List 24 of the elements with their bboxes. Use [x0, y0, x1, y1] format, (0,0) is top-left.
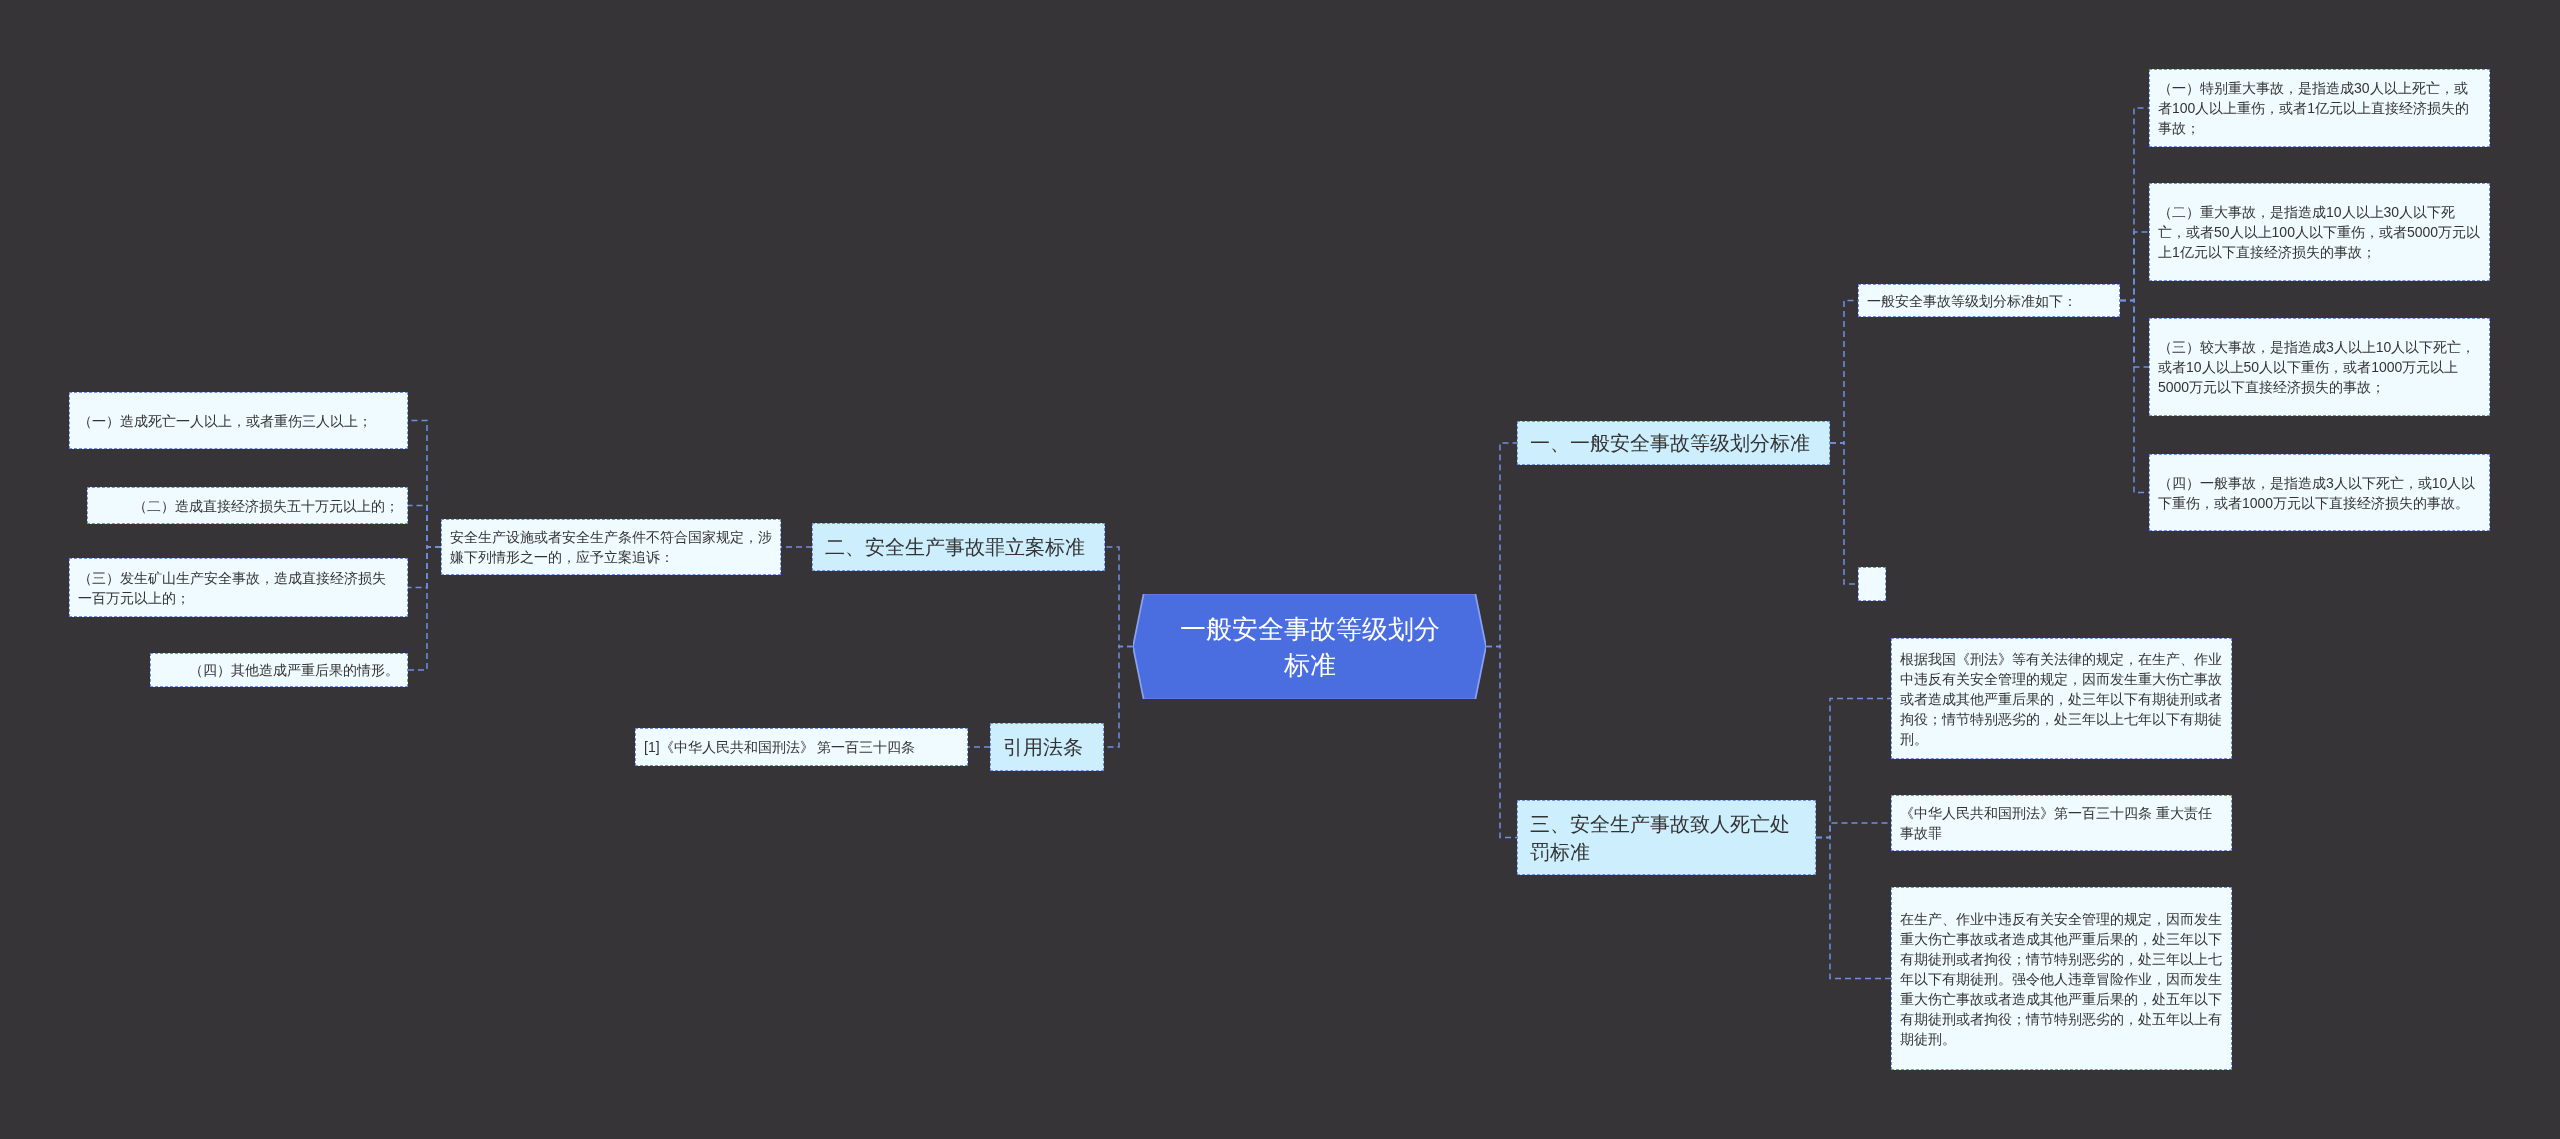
- note-box: （二）重大事故，是指造成10人以上30人以下死亡，或者50人以上100人以下重伤，或者5000万元以上1亿元以下直接经济损失的事故；: [2149, 183, 2490, 281]
- note-box: （一）造成死亡一人以上，或者重伤三人以上；: [69, 392, 408, 449]
- subtopic-box: 安全生产设施或者安全生产条件不符合国家规定，涉嫌下列情形之一的，应予立案追诉：: [441, 519, 781, 575]
- note-box: （四）其他造成严重后果的情形。: [150, 653, 408, 687]
- connector-line: [407, 546, 442, 671]
- topic-box: 一、一般安全事故等级划分标准: [1517, 421, 1830, 465]
- note-box: （三）较大事故，是指造成3人以上10人以下死亡，或者10人以上50人以下重伤，或者1000万元以上5000万元以下直接经济损失的事故；: [2149, 318, 2490, 416]
- empty-box: [1858, 567, 1886, 601]
- topic-box: 二、安全生产事故罪立案标准: [812, 523, 1105, 571]
- connector-line: [1815, 836, 1892, 980]
- note-box: 《中华人民共和国刑法》第一百三十四条 重大责任事故罪: [1891, 795, 2232, 851]
- connector-line: [1485, 645, 1518, 839]
- central-topic: 一般安全事故等级划分标准: [1133, 594, 1486, 699]
- note-box: 在生产、作业中违反有关安全管理的规定，因而发生重大伤亡事故或者造成其他严重后果的，处三年以下有期徒刑或者拘役；情节特别恶劣的，处三年以上七年以下有期徒刑。强令他人违章冒险作业，因而发生重大伤亡事故或者造成其他严重后果的，处五年以下有期徒刑或者拘役；情节特别恶劣的，处五年以上有期徒刑。: [1891, 887, 2232, 1070]
- note-box: （二）造成直接经济损失五十万元以上的；: [87, 487, 408, 524]
- topic-box: 三、安全生产事故致人死亡处罚标准: [1517, 800, 1816, 875]
- note-box: （一）特别重大事故，是指造成30人以上死亡，或者100人以上重伤，或者1亿元以上直接经济损失的事故；: [2149, 69, 2490, 147]
- connector-line: [967, 746, 991, 748]
- note-box: 根据我国《刑法》等有关法律的规定，在生产、作业中违反有关安全管理的规定，因而发生重大伤亡事故或者造成其他严重后果的，处三年以下有期徒刑或者拘役；情节特别恶劣的，处三年以上七年以下有期徒刑。: [1891, 638, 2232, 759]
- note-box: [1]《中华人民共和国刑法》 第一百三十四条: [635, 728, 968, 766]
- subtopic-box: 一般安全事故等级划分标准如下：: [1858, 284, 2120, 317]
- note-box: （四）一般事故，是指造成3人以下死亡，或10人以下重伤，或者1000万元以下直接经济损失的事故。: [2149, 454, 2490, 531]
- topic-box: 引用法条: [990, 723, 1104, 771]
- note-box: （三）发生矿山生产安全事故，造成直接经济损失一百万元以上的；: [69, 558, 408, 617]
